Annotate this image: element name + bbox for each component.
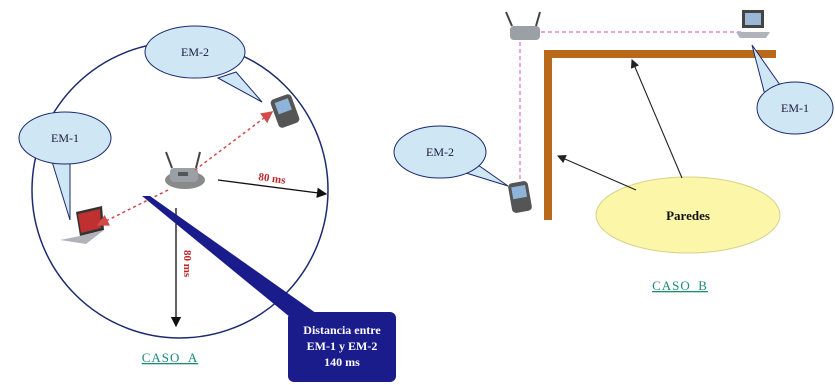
caso-a-group: EM-2 EM-1 bbox=[18, 25, 396, 382]
range-vertical-label: 80 ms bbox=[181, 250, 193, 278]
em1-label-a: EM-1 bbox=[51, 131, 79, 145]
range-horizontal-label: 80 ms bbox=[258, 171, 287, 187]
distance-line1: Distancia entre bbox=[303, 323, 381, 337]
wall-top bbox=[544, 50, 776, 58]
arrow-to-wall-top bbox=[630, 58, 683, 179]
paredes-label: Paredes bbox=[666, 208, 710, 223]
red-arrow-to-em2 bbox=[194, 111, 274, 171]
em2-bubble-a: EM-2 bbox=[144, 25, 263, 103]
phone-icon-b bbox=[508, 181, 532, 213]
caso-a-caption: CASO_A bbox=[142, 350, 199, 365]
radius-arrow-horizontal bbox=[217, 179, 328, 198]
red-arrow-to-em1 bbox=[96, 189, 169, 226]
em1-bubble-b: EM-1 bbox=[751, 44, 834, 135]
distance-line3: 140 ms bbox=[324, 355, 360, 369]
distance-callout-wedge bbox=[142, 196, 320, 322]
distance-box bbox=[288, 312, 396, 382]
em2-bubble-b: EM-2 bbox=[393, 125, 509, 187]
caso-b-caption: CASO_B bbox=[652, 278, 708, 293]
laptop-icon-a bbox=[60, 206, 104, 244]
em1-bubble-a: EM-1 bbox=[18, 111, 112, 221]
access-point-icon-b bbox=[505, 11, 541, 40]
distance-line2: EM-1 y EM-2 bbox=[307, 339, 378, 353]
em1-label-b: EM-1 bbox=[781, 101, 809, 115]
paredes-ellipse bbox=[595, 176, 781, 254]
wall-left bbox=[544, 50, 552, 220]
em2-label-b: EM-2 bbox=[426, 145, 454, 159]
em2-label-a: EM-2 bbox=[181, 45, 209, 59]
caso-b-group: EM-1 EM-2 Paredes CASO_B bbox=[393, 10, 834, 293]
arrow-to-wall-left bbox=[556, 155, 637, 191]
laptop-icon-b bbox=[736, 10, 770, 38]
access-point-icon bbox=[165, 151, 205, 189]
phone-icon-a bbox=[270, 94, 300, 128]
